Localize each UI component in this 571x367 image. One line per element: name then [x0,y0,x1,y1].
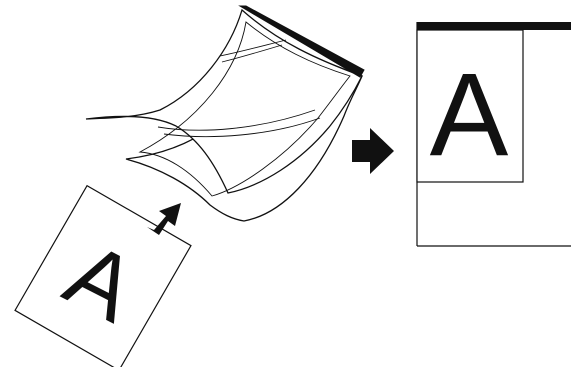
carrier-sheet [86,6,364,221]
result-arrow [352,128,394,174]
result-page-top-band [417,22,571,30]
result-arrow-icon [352,128,394,174]
result-page: A [417,22,571,246]
result-document-letter: A [430,49,509,181]
carrier-sheet-front [86,10,362,193]
